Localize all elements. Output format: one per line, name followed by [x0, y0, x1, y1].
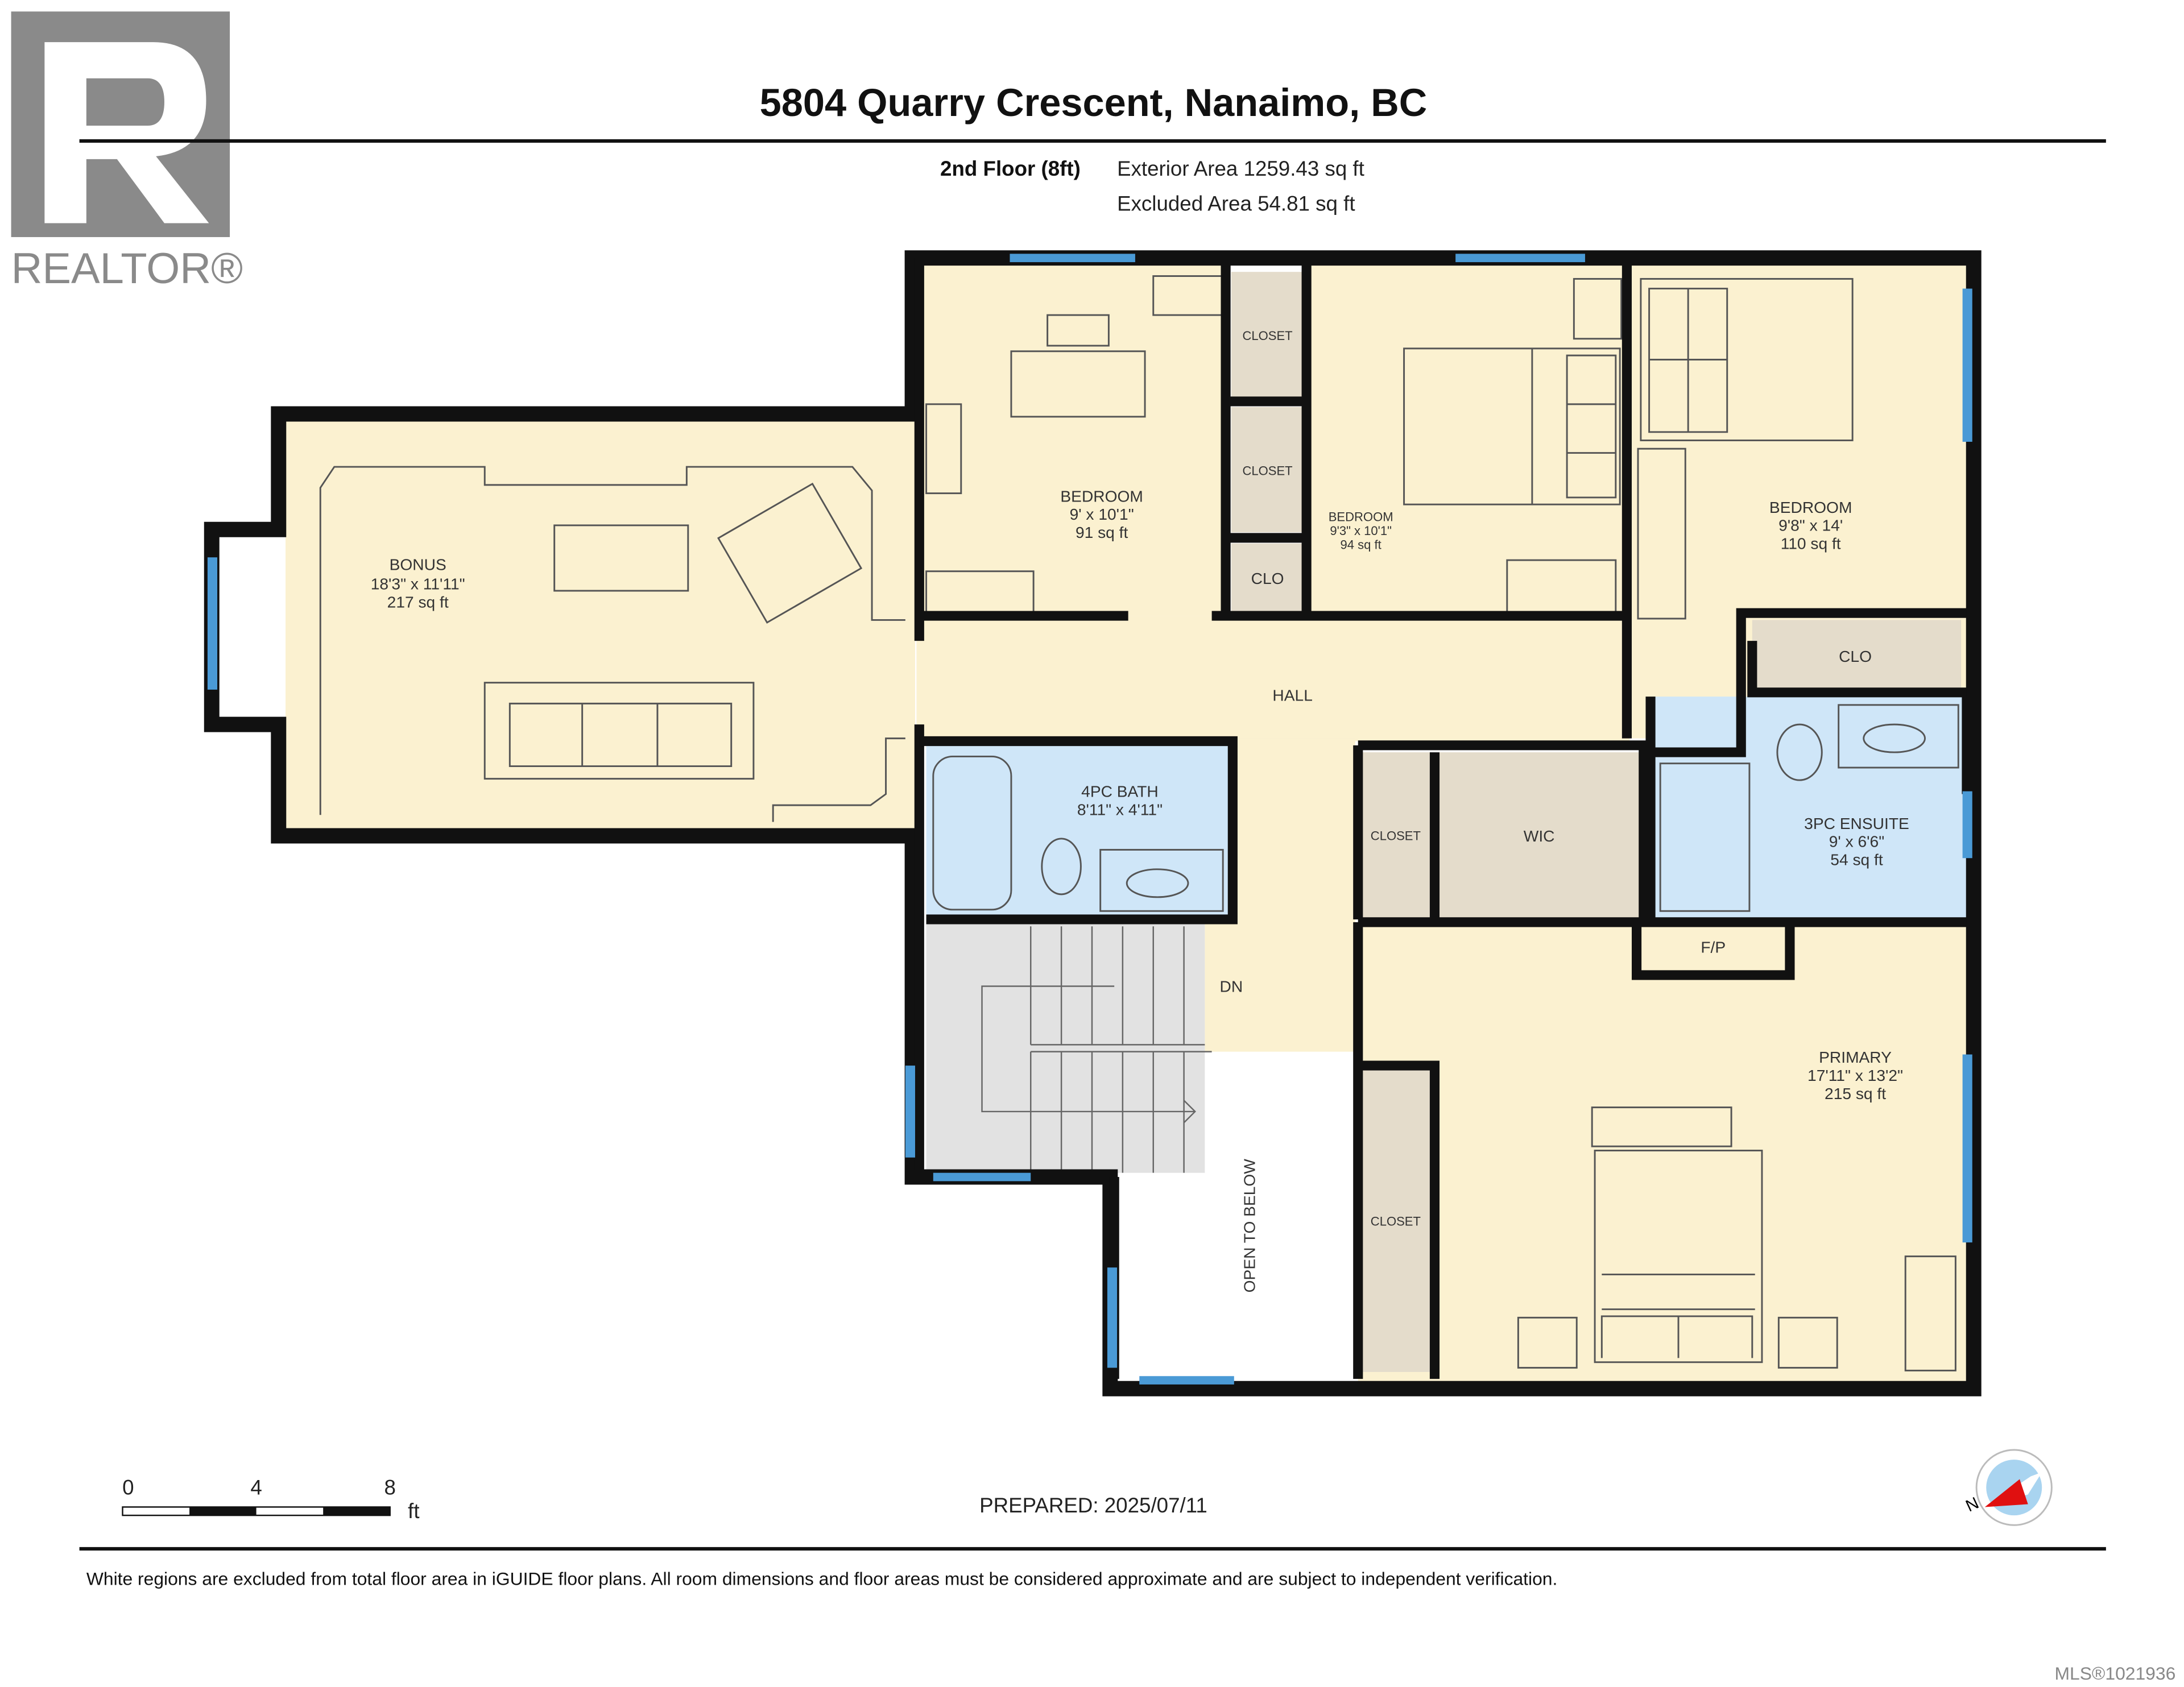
svg-text:9' x 6'6": 9' x 6'6" [1829, 833, 1884, 851]
stairs [981, 926, 1212, 1173]
room-bedroom-1: BEDROOM 9' x 10'1" 91 sq ft [1060, 487, 1143, 541]
compass-icon: N [1963, 1449, 2053, 1526]
disclaimer: White regions are excluded from total fl… [86, 1569, 1558, 1589]
windows [207, 254, 1972, 1385]
furniture [319, 275, 1959, 1371]
realtor-logo: REALTOR® [11, 11, 243, 293]
svg-text:BEDROOM: BEDROOM [1060, 487, 1143, 505]
svg-text:8: 8 [384, 1475, 396, 1499]
svg-text:BEDROOM: BEDROOM [1769, 499, 1852, 516]
svg-text:ft: ft [408, 1499, 419, 1523]
room-bedroom-3: BEDROOM 9'8" x 14' 110 sq ft [1769, 499, 1852, 553]
stairs-down: DN [1220, 977, 1243, 995]
svg-text:9' x 10'1": 9' x 10'1" [1070, 505, 1134, 523]
page-title: 5804 Quarry Crescent, Nanaimo, BC [760, 81, 1428, 125]
svg-text:BONUS: BONUS [390, 556, 446, 573]
clo-2: CLO [1839, 648, 1872, 665]
closet-2: CLOSET [1242, 464, 1292, 478]
svg-text:18'3" x 11'11": 18'3" x 11'11" [371, 575, 465, 593]
svg-text:BEDROOM: BEDROOM [1329, 510, 1393, 524]
room-hall: HALL [1272, 686, 1312, 704]
open-to-below: OPEN TO BELOW [1241, 1159, 1259, 1293]
svg-text:0: 0 [122, 1475, 134, 1499]
svg-text:4PC BATH: 4PC BATH [1081, 782, 1159, 800]
room-wic: WIC [1524, 827, 1555, 845]
floor-label: 2nd Floor (8ft) [940, 157, 1081, 180]
svg-text:54 sq ft: 54 sq ft [1830, 851, 1883, 868]
excluded-area: Excluded Area 54.81 sq ft [1117, 192, 1355, 215]
svg-text:110 sq ft: 110 sq ft [1781, 535, 1841, 553]
svg-text:3PC ENSUITE: 3PC ENSUITE [1804, 815, 1909, 832]
prepared-date: PREPARED: 2025/07/11 [979, 1494, 1207, 1517]
svg-text:9'3" x 10'1": 9'3" x 10'1" [1330, 524, 1392, 538]
svg-text:4: 4 [250, 1475, 262, 1499]
svg-text:PRIMARY: PRIMARY [1819, 1048, 1892, 1066]
svg-text:217 sq ft: 217 sq ft [387, 593, 449, 611]
room-ensuite: 3PC ENSUITE 9' x 6'6" 54 sq ft [1804, 815, 1909, 869]
svg-text:94 sq ft: 94 sq ft [1341, 538, 1381, 552]
closet-3: CLOSET [1371, 828, 1421, 843]
room-bath: 4PC BATH 8'11" x 4'11" [1077, 782, 1163, 818]
svg-text:91 sq ft: 91 sq ft [1076, 524, 1128, 541]
fireplace: F/P [1701, 939, 1726, 956]
closet-4: CLOSET [1371, 1215, 1421, 1229]
closet-1: CLOSET [1242, 329, 1292, 343]
room-bedroom-2: BEDROOM 9'3" x 10'1" 94 sq ft [1329, 510, 1393, 552]
mls-number: MLS®1021936 [2054, 1663, 2175, 1684]
clo-1: CLO [1251, 570, 1284, 587]
svg-text:8'11" x 4'11": 8'11" x 4'11" [1077, 801, 1163, 818]
scale-bar: 0 4 8 ft [122, 1475, 420, 1523]
logo-text: REALTOR® [11, 244, 243, 293]
svg-text:215 sq ft: 215 sq ft [1825, 1085, 1886, 1102]
room-bonus: BONUS 18'3" x 11'11" 217 sq ft [371, 556, 465, 611]
svg-text:9'8" x 14': 9'8" x 14' [1778, 517, 1843, 534]
room-primary: PRIMARY 17'11" x 13'2" 215 sq ft [1807, 1048, 1903, 1102]
svg-text:17'11" x 13'2": 17'11" x 13'2" [1807, 1067, 1903, 1084]
exterior-area: Exterior Area 1259.43 sq ft [1117, 157, 1364, 180]
